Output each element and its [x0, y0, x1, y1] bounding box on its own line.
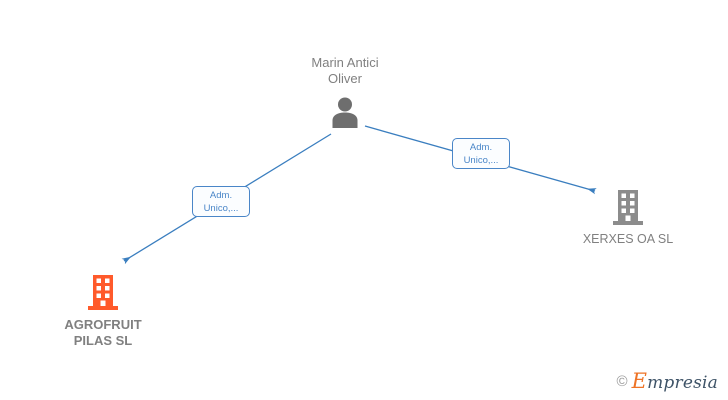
edge-label-adm-unico-agrofruit[interactable]: Adm. Unico,... [192, 186, 250, 217]
node-person-marin-antici-oliver[interactable]: Marin Antici Oliver [265, 55, 425, 129]
copyright-icon: © [616, 373, 628, 390]
building-icon [88, 275, 118, 310]
brand-name: Empresia [632, 371, 718, 392]
edge-label-adm-unico-xerxes[interactable]: Adm. Unico,... [452, 138, 510, 169]
company-name-label: AGROFRUIT PILAS SL [64, 317, 142, 348]
watermark-empresia: © Empresia [617, 371, 718, 392]
node-company-agrofruit[interactable]: AGROFRUIT PILAS SL [23, 275, 183, 349]
person-name-label: Marin Antici Oliver [311, 55, 379, 86]
building-icon [613, 190, 643, 225]
brand-initial: E [631, 369, 648, 393]
node-company-xerxes[interactable]: XERXES OA SL [548, 190, 708, 247]
person-icon [332, 97, 358, 128]
company-name-label: XERXES OA SL [582, 232, 674, 246]
brand-rest: mpresia [647, 373, 718, 393]
